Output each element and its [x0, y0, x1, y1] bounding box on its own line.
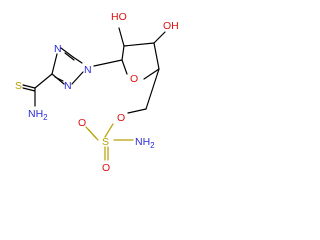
molecule-structure-canvas: HO OH N N N O S NH2 O S O O NH2 [0, 0, 207, 185]
hydroxyl-label-top: HO [111, 11, 127, 23]
sulfonamide-nh2-label: NH2 [135, 136, 155, 150]
furanose-o-label: O [130, 73, 138, 85]
sulfonyl-o-lower-label: O [102, 162, 110, 174]
sulfonyl-o-upper-label: O [78, 117, 86, 129]
hydroxyl-label-right: OH [163, 20, 179, 32]
bond-c4-c5 [145, 68, 160, 110]
bond-c5-n1 [72, 56, 83, 64]
bond-set-hetero [85, 123, 134, 161]
bond-c2-oh [118, 27, 125, 47]
bond-c5-n4 [60, 47, 74, 58]
bond-c3-c4 [153, 42, 160, 70]
bond-c2-c3 [123, 42, 155, 47]
sulfur-label: S [102, 136, 109, 148]
triazole-n2-label: N [64, 80, 72, 92]
structure-diagram: HO OH N N N O S NH2 O S O O NH2 [15, 11, 179, 174]
atom-label-set: HO OH N N N O S NH2 O S O O NH2 [15, 11, 179, 174]
bond-cthio-s-2 [22, 87, 36, 92]
bond-c1-o4 [121, 59, 128, 75]
bond-c5-o5 [127, 108, 147, 114]
bond-c3-cthio [34, 73, 53, 89]
thioamide-s-label: S [15, 80, 22, 92]
bond-set-carbon [22, 27, 166, 114]
bond-c3-n2-inner [54, 76, 64, 82]
ester-o-label: O [117, 112, 125, 124]
triazole-n4-label: N [54, 43, 62, 55]
bond-n1-c1prime [93, 59, 123, 67]
thioamide-nh2-label: NH2 [28, 108, 48, 122]
bond-c3-oh [153, 31, 166, 44]
bond-c1-c2 [121, 45, 125, 61]
triazole-n1-label: N [84, 64, 92, 76]
bond-cthio-s-1 [22, 84, 36, 89]
bond-s-o-up-2 [87, 128, 99, 141]
bond-n2-n1 [71, 71, 84, 85]
bond-o4-c4 [143, 68, 160, 80]
bond-c5-n4-inner [64, 52, 75, 61]
bond-o5-s [104, 123, 114, 138]
bond-n4-c3 [51, 53, 58, 75]
